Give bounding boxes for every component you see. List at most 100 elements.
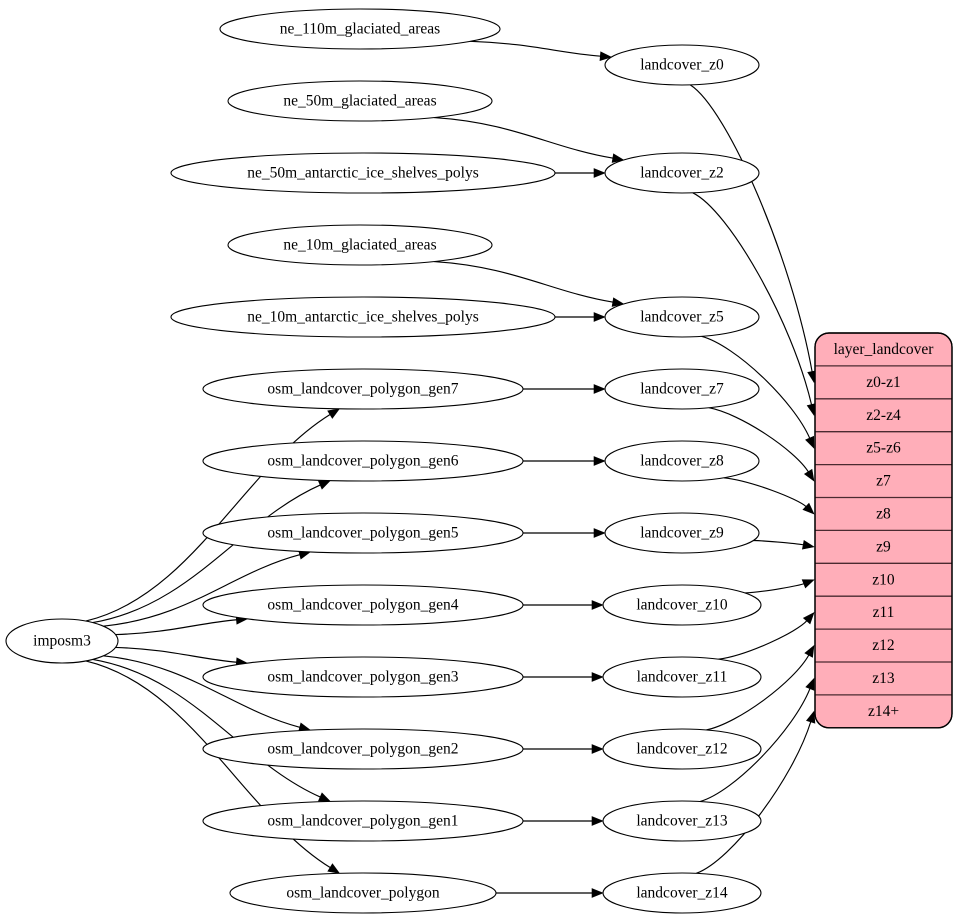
record-row-label: z0-z1 xyxy=(866,374,900,391)
layer-node-shape xyxy=(602,728,762,770)
node-ne_10m_antarctic_ice_shelves_polys[interactable]: ne_10m_antarctic_ice_shelves_polys xyxy=(170,296,556,338)
record-row-z9[interactable]: z9 xyxy=(815,530,952,563)
arrowhead-ne_10m_antarctic_ice_shelves_polys-to-landcover_z5 xyxy=(593,312,606,322)
edge-landcover_z12-to-row-z12 xyxy=(706,654,810,731)
node-osm_landcover_polygon_gen2[interactable]: osm_landcover_polygon_gen2 xyxy=(202,728,524,770)
node-osm_landcover_polygon[interactable]: osm_landcover_polygon xyxy=(229,872,497,914)
arrowhead-landcover_z14-to-row-z14p xyxy=(806,710,816,724)
node-ne_10m_glaciated_areas[interactable]: ne_10m_glaciated_areas xyxy=(227,224,493,266)
edge-landcover_z14-to-row-z14p xyxy=(696,721,812,874)
node-landcover_z9[interactable]: landcover_z9 xyxy=(604,512,760,554)
node-ne_50m_antarctic_ice_shelves_polys[interactable]: ne_50m_antarctic_ice_shelves_polys xyxy=(170,152,556,194)
record-row-z10[interactable]: z10 xyxy=(815,563,952,596)
node-osm_landcover_polygon_gen1[interactable]: osm_landcover_polygon_gen1 xyxy=(202,800,524,842)
arrowhead-osm_landcover_polygon_gen6-to-landcover_z8 xyxy=(593,456,606,466)
arrowhead-landcover_z8-to-row-z8 xyxy=(802,502,815,515)
record-node-layer: layer_landcover z0-z1 z2-z4 z5-z6 z7 z8 z9 z10 z… xyxy=(814,332,953,729)
node-label: osm_landcover_polygon_gen3 xyxy=(267,669,458,686)
record-row-z12[interactable]: z12 xyxy=(815,629,952,662)
node-label: osm_landcover_polygon_gen7 xyxy=(267,381,458,398)
arrowhead-osm_landcover_polygon_gen5-to-landcover_z9 xyxy=(593,528,606,538)
node-imposm3[interactable]: imposm3 xyxy=(5,618,119,664)
node-landcover_z2[interactable]: landcover_z2 xyxy=(604,152,760,194)
node-label: osm_landcover_polygon_gen1 xyxy=(267,813,458,830)
layer-node-shape xyxy=(602,584,762,626)
source-node-shape xyxy=(227,80,493,122)
node-osm_landcover_polygon_gen4[interactable]: osm_landcover_polygon_gen4 xyxy=(202,584,524,626)
record-row-z5-z6[interactable]: z5-z6 xyxy=(815,432,952,465)
arrowhead-landcover_z5-to-row-z5-z6 xyxy=(805,435,815,449)
node-ne_50m_glaciated_areas[interactable]: ne_50m_glaciated_areas xyxy=(227,80,493,122)
arrowhead-imposm3-to-osm_landcover_polygon_gen6 xyxy=(317,480,332,490)
edge-landcover_z13-to-row-z13 xyxy=(699,687,811,803)
record-row-z7[interactable]: z7 xyxy=(815,465,952,498)
record-row-z8[interactable]: z8 xyxy=(815,498,952,531)
arrowhead-osm_landcover_polygon_gen3-to-landcover_z11 xyxy=(591,672,604,682)
edge-imposm3-to-osm_landcover_polygon_gen5 xyxy=(103,554,301,627)
record-row-z2-z4[interactable]: z2-z4 xyxy=(815,399,952,432)
source-node-shape xyxy=(202,440,524,482)
node-label: osm_landcover_polygon_gen5 xyxy=(267,525,458,542)
node-osm_landcover_polygon_gen7[interactable]: osm_landcover_polygon_gen7 xyxy=(202,368,524,410)
node-landcover_z8[interactable]: landcover_z8 xyxy=(604,440,760,482)
node-label: ne_10m_glaciated_areas xyxy=(283,237,436,254)
node-osm_landcover_polygon_gen3[interactable]: osm_landcover_polygon_gen3 xyxy=(202,656,524,698)
record-row-label: z10 xyxy=(872,571,895,588)
arrowhead-imposm3-to-osm_landcover_polygon_gen1 xyxy=(317,792,332,802)
node-landcover_z13[interactable]: landcover_z13 xyxy=(602,800,762,842)
node-label: ne_50m_antarctic_ice_shelves_polys xyxy=(247,165,479,182)
record-row-label: z8 xyxy=(876,506,891,523)
source-node-shape xyxy=(202,512,524,554)
node-landcover_z12[interactable]: landcover_z12 xyxy=(602,728,762,770)
record-node-layer-landcover[interactable]: layer_landcover z0-z1 z2-z4 z5-z6 z7 z8 z9 z10 z… xyxy=(814,332,953,729)
node-landcover_z10[interactable]: landcover_z10 xyxy=(602,584,762,626)
node-label: landcover_z13 xyxy=(636,813,727,830)
node-label: landcover_z7 xyxy=(640,381,724,398)
node-label: osm_landcover_polygon xyxy=(286,885,440,902)
layer-node-shape xyxy=(604,512,760,554)
source-node-shape xyxy=(170,152,556,194)
node-label: landcover_z12 xyxy=(636,741,727,758)
arrowhead-landcover_z11-to-row-z11 xyxy=(802,612,815,625)
record-row-label: z2-z4 xyxy=(866,407,901,424)
source-node-shape xyxy=(170,296,556,338)
node-label: imposm3 xyxy=(33,633,91,650)
record-row-label: z9 xyxy=(876,538,891,555)
edge-landcover_z9-to-row-z9 xyxy=(753,539,804,546)
node-label: ne_10m_antarctic_ice_shelves_polys xyxy=(247,309,479,326)
edge-ne_50m_glaciated_areas-to-landcover_z2 xyxy=(434,116,614,159)
node-landcover_z14[interactable]: landcover_z14 xyxy=(602,872,762,914)
source-node-shape xyxy=(202,656,524,698)
record-row-label: z5-z6 xyxy=(866,440,901,457)
arrowhead-landcover_z7-to-row-z7 xyxy=(803,468,815,482)
arrowhead-landcover_z10-to-row-z10 xyxy=(801,579,815,589)
node-landcover_z7[interactable]: landcover_z7 xyxy=(604,368,760,410)
record-outline xyxy=(814,332,953,729)
node-osm_landcover_polygon_gen5[interactable]: osm_landcover_polygon_gen5 xyxy=(202,512,524,554)
node-landcover_z5[interactable]: landcover_z5 xyxy=(604,296,760,338)
arrowhead-ne_50m_antarctic_ice_shelves_polys-to-landcover_z2 xyxy=(593,168,606,178)
node-landcover_z0[interactable]: landcover_z0 xyxy=(604,44,760,86)
arrowhead-landcover_z13-to-row-z13 xyxy=(805,677,815,691)
node-label: landcover_z10 xyxy=(636,597,727,614)
node-osm_landcover_polygon_gen6[interactable]: osm_landcover_polygon_gen6 xyxy=(202,440,524,482)
node-landcover_z11[interactable]: landcover_z11 xyxy=(602,656,762,698)
edge-landcover_z2-to-row-z2-z4 xyxy=(692,192,813,406)
record-row-z11[interactable]: z11 xyxy=(815,596,952,629)
record-header-label: layer_landcover xyxy=(834,341,935,358)
layer-node-shape xyxy=(602,872,762,914)
record-row-z0-z1[interactable]: z0-z1 xyxy=(815,366,952,399)
record-row-z14-[interactable]: z14+ xyxy=(815,695,952,728)
source-node-shape xyxy=(219,8,501,50)
layer-node-shape xyxy=(604,152,760,194)
source-node-shape xyxy=(202,800,524,842)
node-ne_110m_glaciated_areas[interactable]: ne_110m_glaciated_areas xyxy=(219,8,501,50)
node-label: landcover_z5 xyxy=(640,309,724,326)
edge-landcover_z0-to-row-z0-z1 xyxy=(689,84,813,373)
edge-landcover_z10-to-row-z10 xyxy=(745,583,805,594)
record-row-z13[interactable]: z13 xyxy=(815,662,952,695)
node-label: osm_landcover_polygon_gen4 xyxy=(267,597,458,614)
layer-node-shape xyxy=(604,296,760,338)
